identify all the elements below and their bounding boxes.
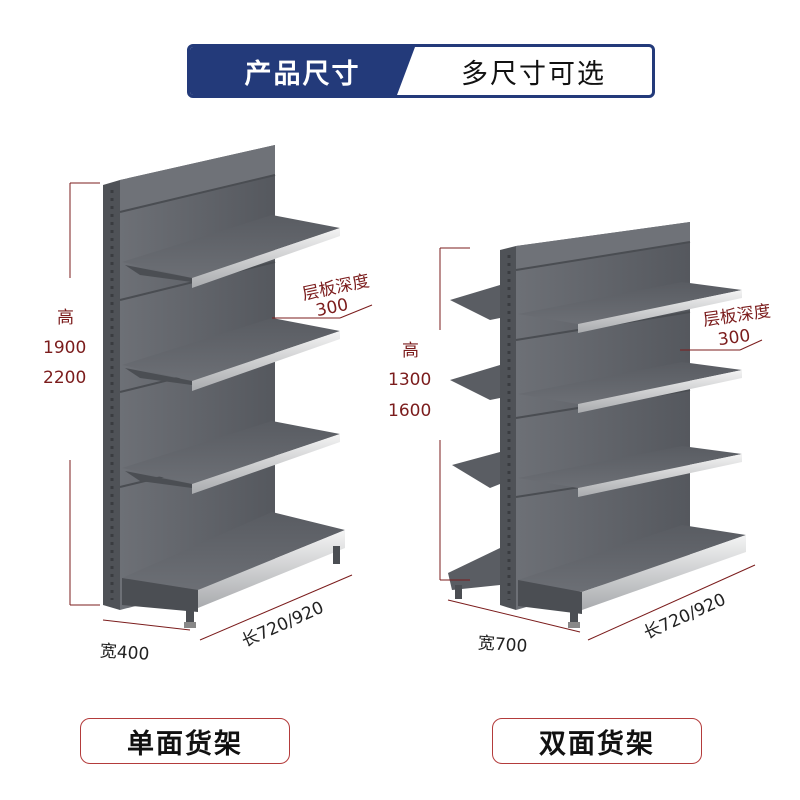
double-caption: 双面货架 bbox=[492, 718, 702, 764]
dimension-lines bbox=[69, 182, 763, 641]
double-height-value-2: 1600 bbox=[388, 401, 432, 421]
double-shelf-board bbox=[518, 282, 742, 333]
banner-title: 产品尺寸 bbox=[190, 47, 415, 95]
single-sided-shelf bbox=[103, 145, 345, 628]
single-base-shelf bbox=[122, 512, 345, 628]
double-sided-shelf bbox=[448, 222, 746, 628]
double-depth-value: 300 bbox=[716, 325, 752, 351]
single-shelf-board bbox=[122, 318, 340, 391]
single-shelf-board bbox=[122, 421, 340, 494]
single-caption: 单面货架 bbox=[80, 718, 290, 764]
single-height-value-1: 1900 bbox=[43, 338, 87, 358]
single-height-value-2: 2200 bbox=[43, 368, 87, 388]
double-back-shelf bbox=[448, 285, 500, 599]
double-shelf-board bbox=[518, 362, 742, 413]
double-shelf-board bbox=[518, 446, 742, 497]
banner-subtitle: 多尺寸可选 bbox=[461, 58, 606, 90]
single-height-label: 高 bbox=[57, 308, 74, 328]
double-width-label: 宽700 bbox=[477, 633, 528, 657]
double-base-shelf bbox=[518, 525, 746, 628]
single-shelf-board bbox=[122, 215, 340, 288]
single-width-label: 宽400 bbox=[99, 641, 150, 665]
double-height-value-1: 1300 bbox=[388, 370, 432, 390]
double-height-label: 高 bbox=[402, 341, 419, 361]
header-banner: 产品尺寸 多尺寸可选 bbox=[187, 44, 655, 98]
